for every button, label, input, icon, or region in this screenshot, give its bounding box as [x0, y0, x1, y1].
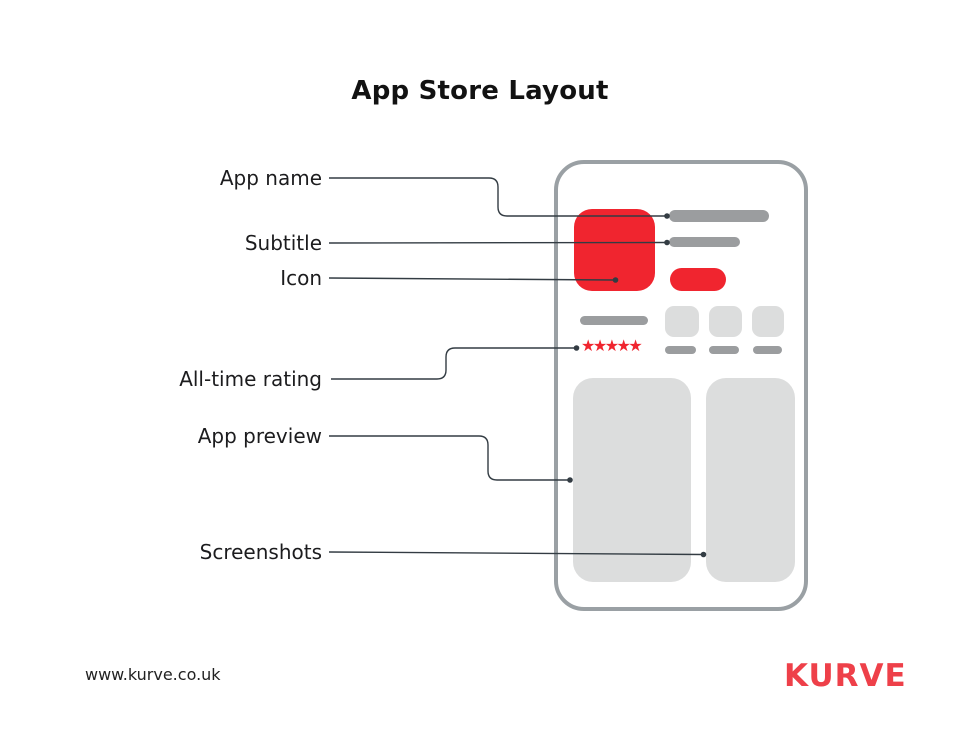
metadata-caption-placeholder	[753, 346, 782, 354]
app-preview-placeholder	[573, 378, 691, 582]
website-url: www.kurve.co.uk	[85, 665, 221, 684]
metadata-caption-placeholder	[709, 346, 739, 354]
metadata-tile-placeholder	[752, 306, 784, 337]
screenshot-placeholder	[706, 378, 795, 582]
kurve-logo: KURVE	[784, 658, 907, 694]
label-subtitle: Subtitle	[244, 231, 322, 255]
metadata-tile-placeholder	[665, 306, 699, 337]
label-app-name: App name	[219, 166, 322, 190]
phone-mockup: ★★★★★	[554, 160, 808, 611]
metadata-caption-placeholder	[665, 346, 696, 354]
subtitle-placeholder-bar	[669, 237, 740, 247]
label-icon: Icon	[280, 266, 322, 290]
five-star-rating-icons: ★★★★★	[581, 336, 643, 355]
leader-line-rating	[331, 347, 575, 380]
metadata-tile-placeholder	[709, 306, 742, 337]
rating-count-placeholder-bar	[580, 316, 648, 325]
app-name-placeholder-bar	[669, 210, 769, 222]
leader-line-preview	[329, 435, 568, 481]
label-all-time-rating: All-time rating	[179, 367, 322, 391]
label-screenshots: Screenshots	[199, 540, 322, 564]
app-icon-placeholder	[574, 209, 655, 291]
get-button-placeholder	[670, 268, 726, 291]
diagram-title: App Store Layout	[351, 76, 609, 106]
label-app-preview: App preview	[197, 424, 322, 448]
